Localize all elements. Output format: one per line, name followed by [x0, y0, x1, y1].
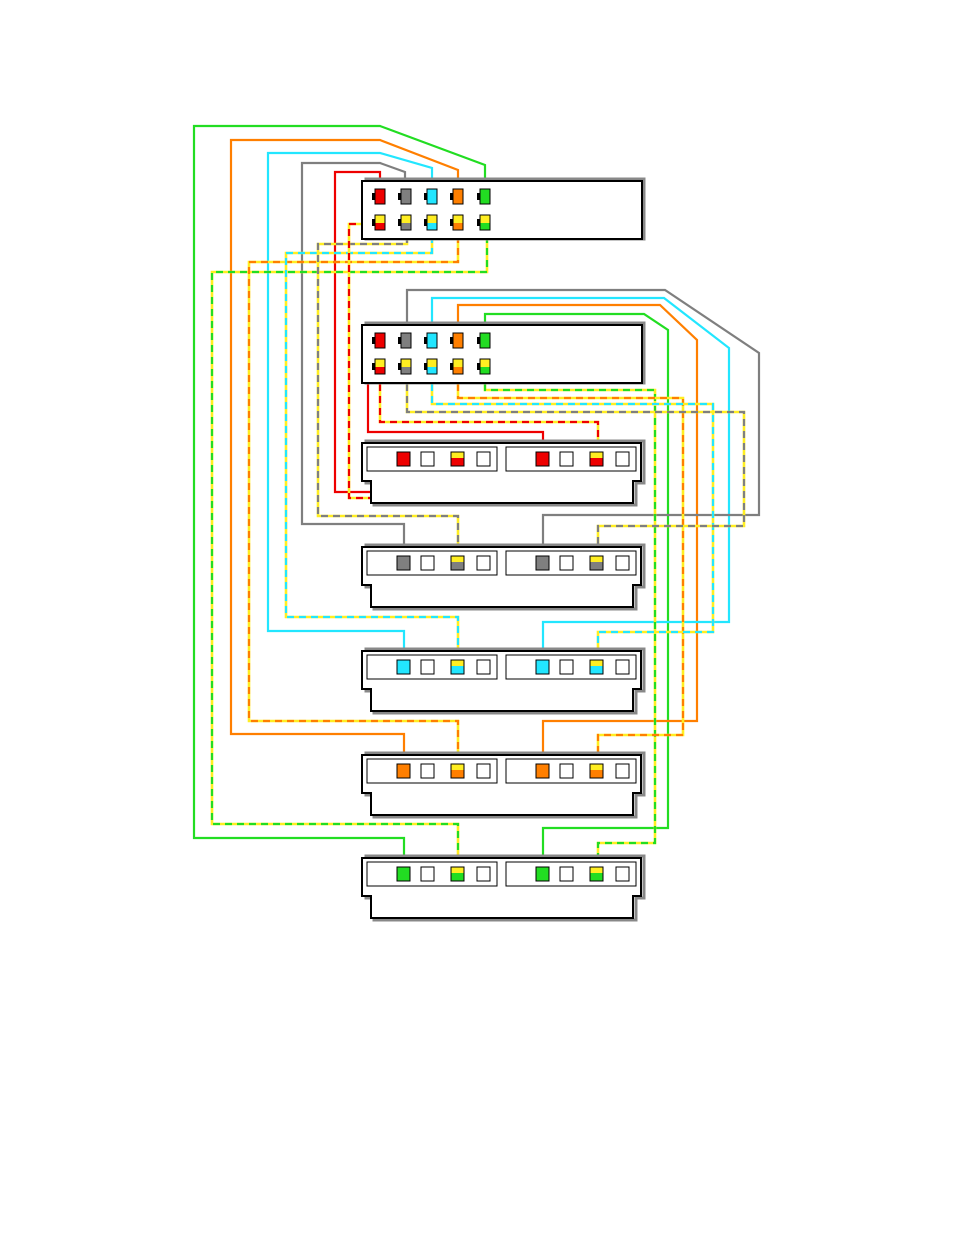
- connector-a-pin-orange-tab: [450, 193, 453, 200]
- jack-orange-port-2-pin-stripe: [590, 764, 603, 770]
- connector-a-pin-gray-striped-tab: [398, 219, 401, 226]
- jack-green-port-2-pin-empty-1: [560, 867, 573, 881]
- jack-gray-port-2-pin-empty-1: [560, 556, 573, 570]
- jack-red-port-2-pin-empty-2: [616, 452, 629, 466]
- jack-gray-port-1-pin-empty-1: [421, 556, 434, 570]
- jack-green-port-1-pin-empty-1: [421, 867, 434, 881]
- connector-a-pin-orange-striped-tab: [450, 219, 453, 226]
- jack-orange-port-1-pin-stripe: [451, 764, 464, 770]
- connector-a-pin-orange: [453, 189, 463, 204]
- jack-orange: [362, 753, 644, 817]
- connector-b-pin-red: [375, 333, 385, 348]
- jack-red-port-2-pin-stripe: [590, 452, 603, 458]
- jack-cyan: [362, 649, 644, 713]
- jack-green-port-1-pin-empty-2: [477, 867, 490, 881]
- connector-a-pin-cyan-striped-tab: [424, 219, 427, 226]
- connector-b-pin-gray-stripe: [401, 359, 411, 367]
- connector-b-pin-cyan-tab: [424, 337, 427, 344]
- jack-green-port-2-pin-stripe: [590, 867, 603, 873]
- connector-a-pin-gray-tab: [398, 193, 401, 200]
- connector-b-pin-gray-striped-tab: [398, 363, 401, 370]
- jack-cyan-port-1-pin-solid: [397, 660, 410, 674]
- jack-green: [362, 856, 644, 920]
- connector-a-pin-cyan-tab: [424, 193, 427, 200]
- connector-b-pin-red-stripe: [375, 359, 385, 367]
- jack-cyan-port-1-pin-empty-1: [421, 660, 434, 674]
- jack-red-port-2-pin-empty-1: [560, 452, 573, 466]
- connector-a: [362, 179, 644, 239]
- connector-b-pin-cyan-stripe: [427, 359, 437, 367]
- jack-green-port-1-pin-stripe: [451, 867, 464, 873]
- connector-a-pin-green-tab: [477, 193, 480, 200]
- connector-a-pin-green-striped-tab: [477, 219, 480, 226]
- jack-orange-port-1-pin-empty-2: [477, 764, 490, 778]
- connector-b-pin-cyan: [427, 333, 437, 348]
- jack-cyan-port-2-pin-empty-2: [616, 660, 629, 674]
- connector-b-pin-green-tab: [477, 337, 480, 344]
- connector-a-pin-red: [375, 189, 385, 204]
- jack-green-port-2-pin-empty-2: [616, 867, 629, 881]
- connector-a-pin-gray: [401, 189, 411, 204]
- jack-cyan-port-2-pin-empty-1: [560, 660, 573, 674]
- jack-cyan-port-2-pin-stripe: [590, 660, 603, 666]
- connector-b-pin-orange-striped-tab: [450, 363, 453, 370]
- connector-b: [362, 323, 644, 383]
- jack-orange-port-1-pin-empty-1: [421, 764, 434, 778]
- jack-gray-port-1-pin-stripe: [451, 556, 464, 562]
- jack-red-port-1-pin-solid: [397, 452, 410, 466]
- jack-red: [362, 441, 644, 505]
- connector-b-pin-cyan-striped-tab: [424, 363, 427, 370]
- connector-b-pin-orange: [453, 333, 463, 348]
- jack-red-port-2-pin-solid: [536, 452, 549, 466]
- connector-a-pin-orange-stripe: [453, 215, 463, 223]
- connector-b-pin-orange-stripe: [453, 359, 463, 367]
- connector-b-pin-red-striped-tab: [372, 363, 375, 370]
- jack-cyan-port-2-pin-solid: [536, 660, 549, 674]
- jack-orange-port-2-pin-solid: [536, 764, 549, 778]
- connector-b-pin-red-tab: [372, 337, 375, 344]
- jack-gray-port-2-pin-stripe: [590, 556, 603, 562]
- jack-red-port-1-pin-stripe: [451, 452, 464, 458]
- connector-b-pin-green-stripe: [480, 359, 490, 367]
- jack-red-port-1-pin-empty-2: [477, 452, 490, 466]
- jack-gray-port-1-pin-empty-2: [477, 556, 490, 570]
- jack-green-port-1-pin-solid: [397, 867, 410, 881]
- connector-b-pin-green: [480, 333, 490, 348]
- connector-b-pin-orange-tab: [450, 337, 453, 344]
- jack-gray: [362, 545, 644, 609]
- jack-green-port-2-pin-solid: [536, 867, 549, 881]
- jack-cyan-port-1-pin-stripe: [451, 660, 464, 666]
- connector-a-pin-red-tab: [372, 193, 375, 200]
- connector-b-pin-gray-tab: [398, 337, 401, 344]
- jack-gray-port-1-pin-solid: [397, 556, 410, 570]
- connector-a-pin-cyan-stripe: [427, 215, 437, 223]
- jack-orange-port-2-pin-empty-2: [616, 764, 629, 778]
- connector-a-pin-gray-stripe: [401, 215, 411, 223]
- jack-gray-port-2-pin-empty-2: [616, 556, 629, 570]
- jack-cyan-port-1-pin-empty-2: [477, 660, 490, 674]
- jack-orange-port-2-pin-empty-1: [560, 764, 573, 778]
- jack-gray-port-2-pin-solid: [536, 556, 549, 570]
- connector-b-pin-gray: [401, 333, 411, 348]
- connector-a-pin-red-striped-tab: [372, 219, 375, 226]
- connector-a-pin-red-stripe: [375, 215, 385, 223]
- jack-orange-port-1-pin-solid: [397, 764, 410, 778]
- connector-a-pin-green-stripe: [480, 215, 490, 223]
- connector-a-pin-cyan: [427, 189, 437, 204]
- jack-red-port-1-pin-empty-1: [421, 452, 434, 466]
- connector-b-pin-green-striped-tab: [477, 363, 480, 370]
- connector-a-pin-green: [480, 189, 490, 204]
